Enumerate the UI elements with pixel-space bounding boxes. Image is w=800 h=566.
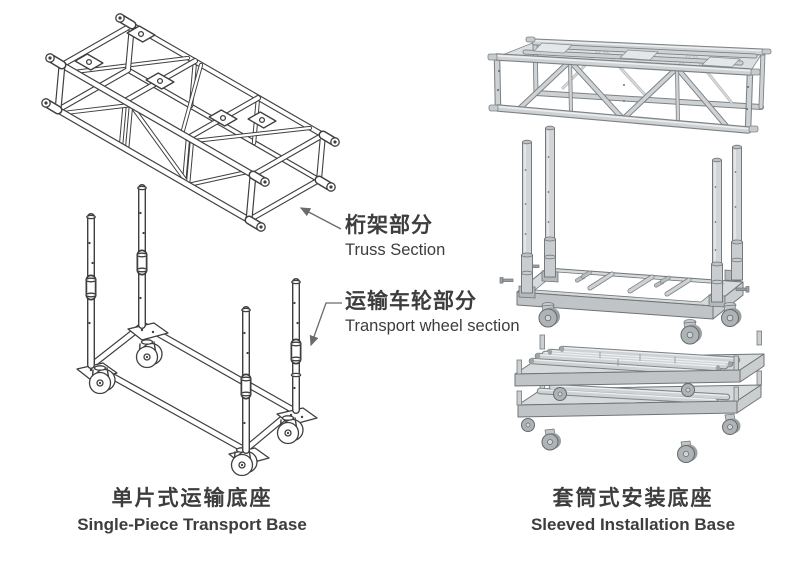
- truss-annotation-zh: 桁架部分: [345, 214, 433, 237]
- sleeved-post-base-render: [499, 125, 750, 345]
- right-caption-en: Sleeved Installation Base: [530, 515, 736, 534]
- truss-annotation: 桁架部分 Truss Section: [345, 214, 445, 260]
- stored-sleeve-tubes: [528, 345, 741, 377]
- caster-wheels: [521, 413, 741, 463]
- truss-end-spigots: [487, 36, 772, 133]
- truss-top-plates: [74, 25, 277, 129]
- truss-annotation-en: Truss Section: [345, 241, 446, 260]
- wheel-annotation-zh: 运输车轮部分: [345, 290, 477, 313]
- truss-end-lugs: [41, 13, 340, 232]
- sleeve-posts: [521, 125, 743, 303]
- stacked-transport-bases-render: [514, 330, 765, 463]
- sleeve-posts: [85, 184, 302, 454]
- left-caption-zh: 单片式运输底座: [111, 487, 273, 510]
- sleeve-clamps: [574, 270, 671, 288]
- upper-base-frame: [514, 345, 765, 401]
- right-caption-zh: 套筒式安装底座: [552, 487, 714, 510]
- left-caption: 单片式运输底座 Single-Piece Transport Base: [32, 482, 352, 535]
- base-frame: [516, 267, 744, 320]
- wheel-annotation: 运输车轮部分 Transport wheel section: [345, 290, 520, 336]
- transport-wheel-base-line-drawing: [76, 184, 318, 477]
- caster-wheels: [538, 302, 742, 345]
- right-caption: 套筒式安装底座 Sleeved Installation Base: [473, 482, 793, 535]
- caster-wheels: [88, 339, 304, 477]
- truss-section-render: [487, 36, 772, 134]
- truss-section-line-drawing: [41, 13, 340, 232]
- lower-base-frame: [516, 383, 762, 418]
- truss-top-mount-plates: [533, 42, 741, 68]
- left-caption-en: Single-Piece Transport Base: [77, 515, 307, 534]
- wheel-annotation-en: Transport wheel section: [345, 317, 520, 336]
